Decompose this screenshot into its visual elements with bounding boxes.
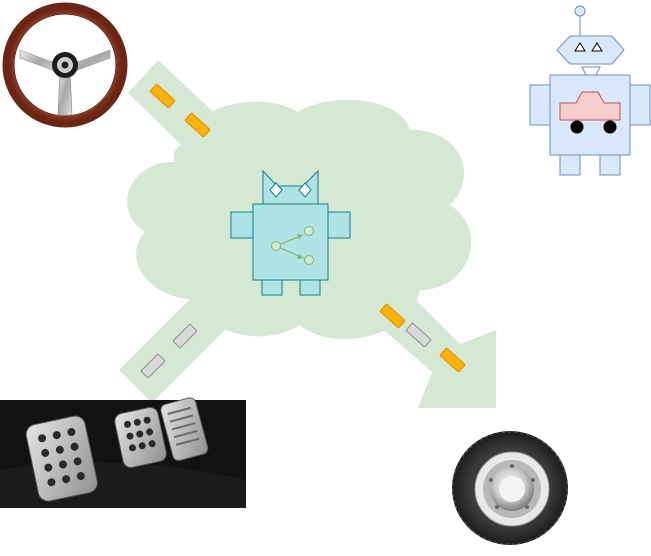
- robot-eye-left: [269, 182, 283, 198]
- steering-wheel-icon: [2, 2, 128, 128]
- steering-arrow-dashes: [149, 83, 211, 138]
- robot-eye-right: [298, 182, 312, 198]
- pedals-icon: [0, 397, 246, 508]
- car-robot-leg-left: [559, 154, 581, 176]
- dash-marker: [149, 83, 176, 109]
- robot-arm-left: [230, 211, 254, 239]
- dash-marker: [405, 322, 432, 348]
- car-robot-icon: [529, 5, 651, 176]
- robot-body: [252, 203, 329, 281]
- dash-marker: [184, 112, 211, 138]
- car-icon: [559, 91, 621, 134]
- antenna-tip: [574, 5, 586, 17]
- car-robot-leg-right: [599, 154, 621, 176]
- car-robot-neck: [581, 66, 601, 76]
- car-robot-head: [556, 35, 625, 65]
- car-robot-arm-left: [529, 84, 551, 126]
- central-robot-icon: [230, 169, 351, 296]
- pedals-arrow-dashes: [140, 323, 198, 379]
- dash-marker: [439, 347, 466, 373]
- dash-marker: [379, 303, 406, 329]
- robot-leg-left: [261, 279, 283, 296]
- robot-leg-right: [299, 279, 321, 296]
- tire-arrow-dashes: [379, 303, 466, 373]
- dash-marker: [172, 323, 198, 349]
- robot-arm-right: [327, 211, 351, 239]
- dash-marker: [140, 353, 166, 379]
- tire-icon: [452, 431, 568, 545]
- car-robot-arm-right: [629, 84, 651, 126]
- graph-icon: [271, 226, 314, 265]
